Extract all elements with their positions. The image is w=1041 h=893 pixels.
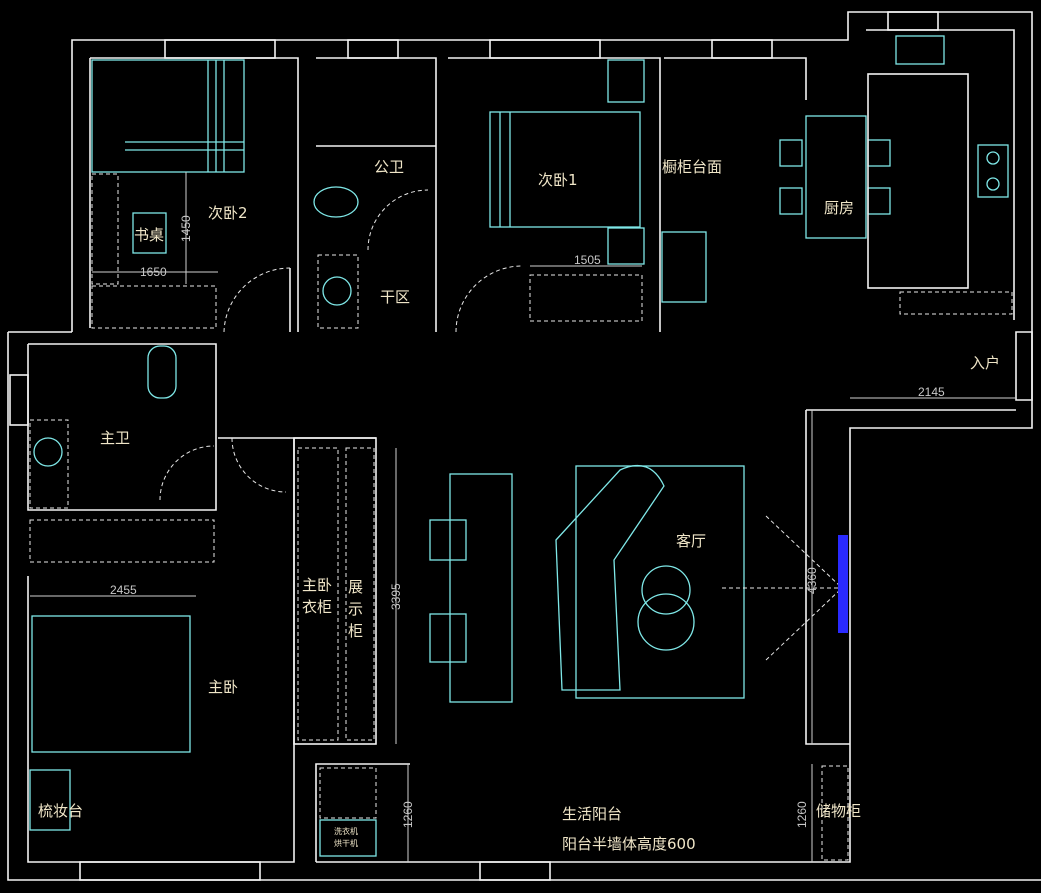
toilet (313, 186, 359, 218)
master-wardrobe (297, 447, 339, 741)
tv (838, 535, 848, 633)
label-display-1: 展 (348, 578, 363, 596)
label-display-3: 柜 (348, 622, 363, 640)
label-washer: 洗衣机 (334, 826, 358, 836)
washer-dryer (319, 819, 377, 857)
dim-balcony-left: 1260 (401, 801, 415, 828)
label-master-bedroom: 主卧 (208, 678, 238, 696)
master-bed (31, 615, 191, 753)
dim-tv-wall: 4360 (805, 567, 819, 594)
stove (977, 144, 1009, 198)
dim-bed2-height: 1450 (179, 215, 193, 242)
label-desk: 书桌 (134, 226, 164, 244)
bed-bedroom1 (489, 111, 641, 228)
label-bedroom2: 次卧2 (208, 204, 248, 222)
dim-master-width: 2455 (110, 583, 137, 597)
label-public-bath: 公卫 (374, 158, 404, 176)
tv-cabinet (449, 473, 513, 703)
wardrobe-bedroom2 (91, 173, 119, 285)
kitchen-sink (895, 35, 945, 65)
label-dresser: 梳妆台 (38, 802, 83, 820)
rug (575, 465, 745, 699)
dim-entry-width: 2145 (918, 385, 945, 399)
master-toilet (147, 345, 177, 399)
label-entrance: 入户 (970, 354, 1000, 372)
label-wardrobe-2: 衣柜 (302, 598, 332, 616)
furniture (29, 35, 1013, 861)
dim-bed1-width: 1505 (574, 253, 601, 267)
label-display-2: 示 (348, 600, 363, 618)
storage-cabinet (821, 765, 849, 861)
dimension-lines (30, 172, 1016, 862)
sofa (555, 465, 665, 691)
label-kitchen: 厨房 (824, 199, 854, 217)
bed-bedroom2 (91, 59, 245, 173)
label-master-bath: 主卫 (100, 429, 130, 447)
walls (7, 11, 1041, 881)
label-storage: 储物柜 (816, 802, 861, 820)
display-cabinet (345, 447, 375, 741)
label-wardrobe-1: 主卧 (302, 576, 332, 594)
dining-table (805, 115, 867, 239)
label-dry-area: 干区 (380, 288, 410, 306)
label-dryer: 烘干机 (334, 838, 358, 848)
desk (132, 212, 167, 254)
label-cabinet-counter: 橱柜台面 (662, 158, 722, 176)
label-living-room: 客厅 (676, 532, 706, 550)
dim-balcony-right: 1260 (795, 801, 809, 828)
label-bedroom1: 次卧1 (538, 171, 578, 189)
sink (322, 276, 352, 306)
label-balcony: 生活阳台 (562, 805, 622, 823)
dim-bed2-width: 1650 (140, 265, 167, 279)
label-balcony-note: 阳台半墙体高度600 (562, 835, 696, 853)
dim-wardrobe-length: 3395 (389, 583, 403, 610)
